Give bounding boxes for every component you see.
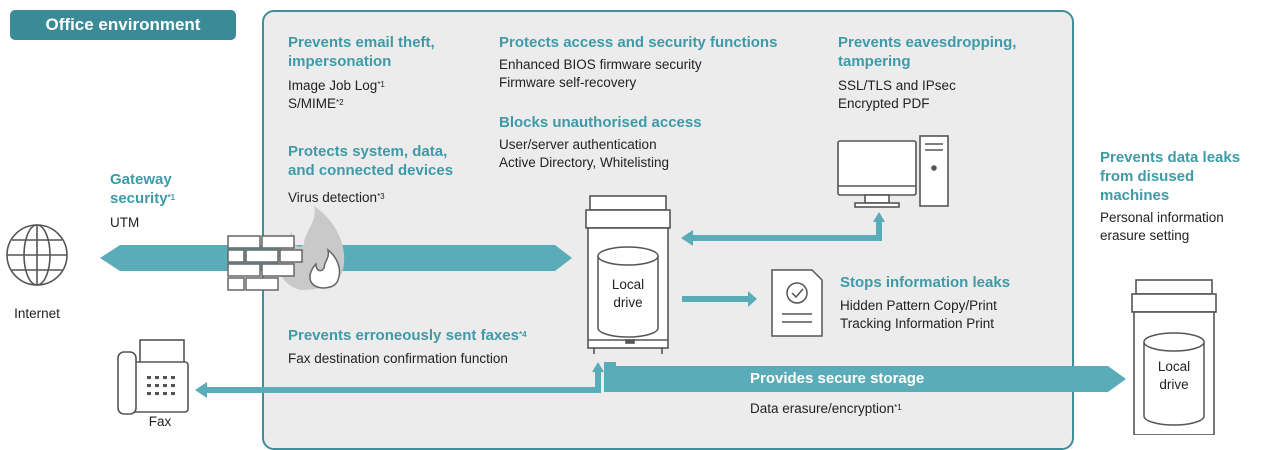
disused-title-1: Prevents data leaks <box>1100 149 1241 166</box>
fax-arrow <box>195 362 604 398</box>
fax-label: Fax <box>148 414 172 429</box>
email-title-1: Prevents email theft, <box>288 34 435 51</box>
email-protection-block: Prevents email theft, impersonation Imag… <box>288 33 435 113</box>
leaks-item-2: Tracking Information Print <box>840 316 995 331</box>
office-environment-tab: Office environment <box>10 10 236 40</box>
secure-storage-item: Data erasure/encryption*1 <box>750 401 902 416</box>
information-leaks-block: Stops information leaks Hidden Pattern C… <box>840 273 1010 333</box>
system-protection-block: Protects system, data, and connected dev… <box>288 142 453 207</box>
document-check-icon <box>771 269 823 337</box>
unauth-item-1: User/server authentication <box>499 137 657 152</box>
disused-machines-block: Prevents data leaks from disused machine… <box>1100 148 1240 245</box>
disused-title-2: from disused <box>1100 168 1195 185</box>
gateway-title-2: security*1 <box>110 190 176 207</box>
leaks-item-1: Hidden Pattern Copy/Print <box>840 298 997 313</box>
faxes-title: Prevents erroneously sent faxes*4 <box>288 327 527 344</box>
disused-title-3: machines <box>1100 187 1170 204</box>
mfp-document-arrow <box>682 291 757 307</box>
access-protection-block: Protects access and security functions E… <box>499 33 777 92</box>
gateway-item: UTM <box>110 215 140 230</box>
eaves-title-2: tampering <box>838 53 911 70</box>
local-drive-label-line-1: Local <box>611 277 645 292</box>
disused-drive-label-line-2: drive <box>1159 377 1189 392</box>
leaks-title: Stops information leaks <box>840 274 1011 291</box>
disused-item-1: Personal information <box>1100 210 1224 225</box>
internet-label: Internet <box>14 306 60 321</box>
unauth-item-2: Active Directory, Whitelisting <box>499 155 670 170</box>
access-item-1: Enhanced BIOS firmware security <box>499 57 702 72</box>
local-drive-label-line-2: drive <box>613 295 643 310</box>
fax-icon <box>117 339 189 415</box>
local-drive-icon <box>597 246 659 338</box>
gateway-security-block: Gateway security*1 UTM <box>110 170 175 232</box>
disused-drive-label: Local drive <box>1144 358 1204 394</box>
email-item-2: S/MIME*2 <box>288 96 344 111</box>
system-title-2: and connected devices <box>288 162 454 179</box>
secure-storage-arrow <box>604 362 1126 392</box>
faxes-item: Fax destination confirmation function <box>288 351 508 366</box>
email-title-2: impersonation <box>288 53 392 70</box>
gateway-title-1: Gateway <box>110 171 172 188</box>
email-item-1: Image Job Log*1 <box>288 78 385 93</box>
access-title: Protects access and security functions <box>499 34 778 51</box>
globe-icon <box>6 224 68 286</box>
disused-drive-icon <box>1143 332 1205 426</box>
secure-storage-title: Provides secure storage <box>750 370 925 387</box>
mfp-pc-arrow <box>681 212 885 246</box>
disused-item-2: erasure setting <box>1100 228 1190 243</box>
computer-icon <box>837 135 949 208</box>
eaves-item-1: SSL/TLS and IPsec <box>838 78 956 93</box>
eaves-item-2: Encrypted PDF <box>838 96 930 111</box>
system-title-1: Protects system, data, <box>288 143 448 160</box>
local-drive-label: Local drive <box>598 276 658 312</box>
system-item-1: Virus detection*3 <box>288 190 385 205</box>
eavesdropping-block: Prevents eavesdropping, tampering SSL/TL… <box>838 33 1016 113</box>
disused-drive-label-line-1: Local <box>1157 359 1191 374</box>
firewall-icon <box>227 206 345 291</box>
unauth-title: Blocks unauthorised access <box>499 114 702 131</box>
fax-protection-block: Prevents erroneously sent faxes*4 Fax de… <box>288 326 527 368</box>
diagram-graphics <box>6 135 1217 435</box>
access-item-2: Firmware self-recovery <box>499 75 637 90</box>
unauthorised-access-block: Blocks unauthorised access User/server a… <box>499 113 702 172</box>
eaves-title-1: Prevents eavesdropping, <box>838 34 1017 51</box>
